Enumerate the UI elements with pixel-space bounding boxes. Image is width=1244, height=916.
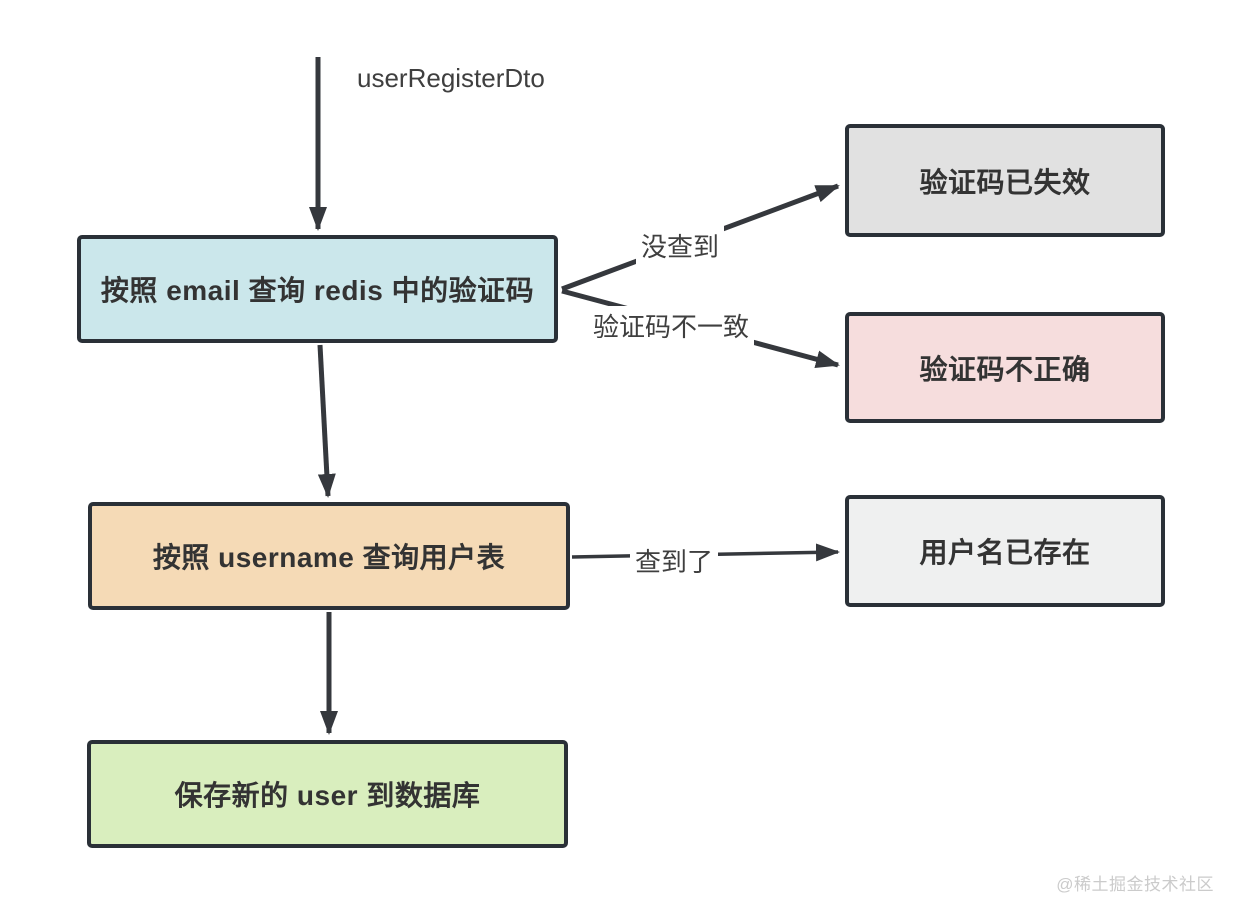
node-save-user: 保存新的 user 到数据库 <box>87 740 568 848</box>
node-query-user: 按照 username 查询用户表 <box>88 502 570 610</box>
node-query-redis: 按照 email 查询 redis 中的验证码 <box>77 235 558 343</box>
edge-label-not-found: 没查到 <box>636 226 725 265</box>
entry-label: userRegisterDto <box>357 63 545 93</box>
watermark: @稀土掘金技术社区 <box>1056 875 1214 894</box>
node-username-exists: 用户名已存在 <box>845 495 1165 607</box>
edge-label-found: 查到了 <box>630 541 719 580</box>
node-code-incorrect: 验证码不正确 <box>845 312 1165 423</box>
arrow-query-redis-to-query-user <box>317 344 336 498</box>
edge-label-code-mismatch: 验证码不一致 <box>588 306 755 345</box>
node-code-expired: 验证码已失效 <box>845 124 1165 237</box>
